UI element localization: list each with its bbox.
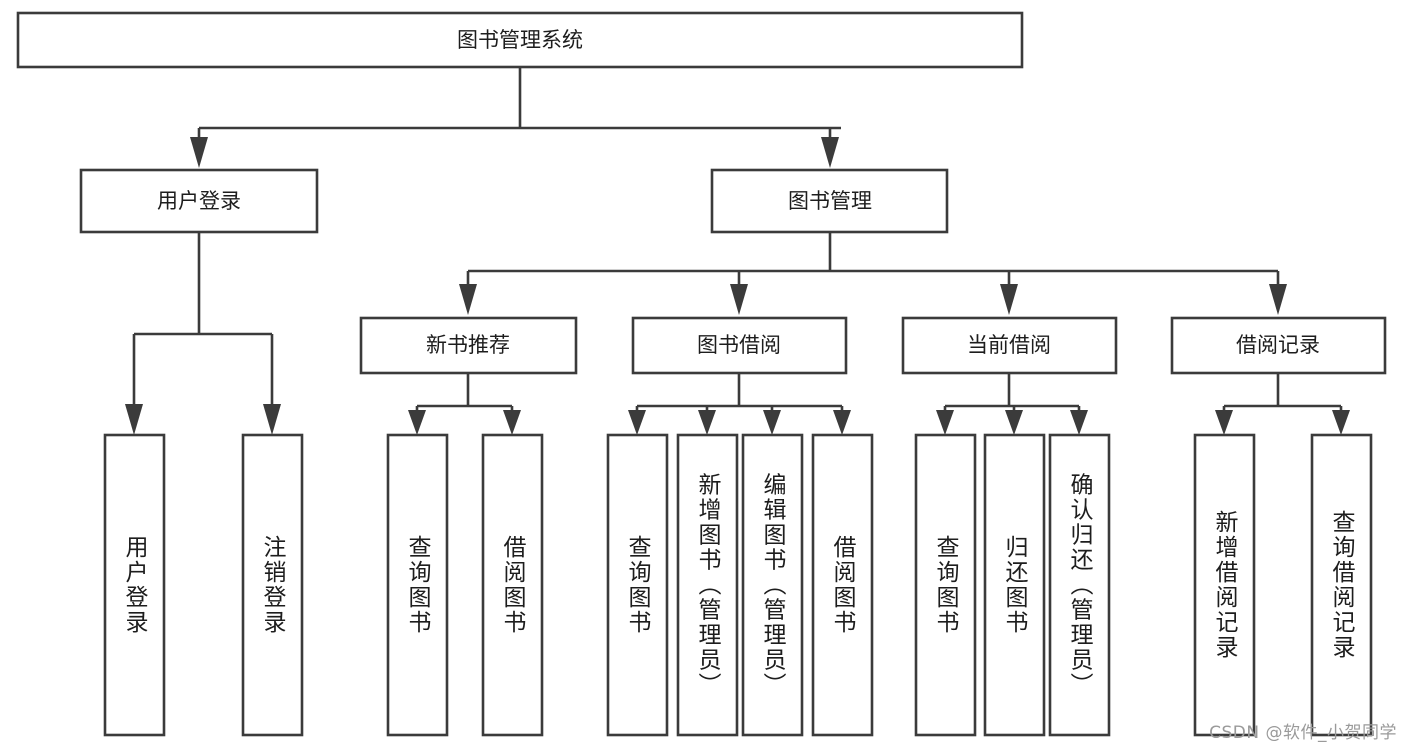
node-leaf-query-book-2-box[interactable]	[606, 433, 669, 737]
node-book-borrow-label: 图书借阅	[697, 333, 781, 357]
node-leaf-add-borrow-record-box[interactable]	[1193, 433, 1256, 737]
node-leaf-query-borrow-record[interactable]: 查询借阅记录	[1310, 433, 1373, 737]
node-book-borrow[interactable]: 图书借阅	[631, 316, 848, 375]
node-leaf-query-book-2[interactable]: 查询图书	[606, 433, 669, 737]
node-leaf-logout-login-box[interactable]	[241, 433, 304, 737]
node-book-borrow-box[interactable]	[631, 316, 848, 375]
node-leaf-return-book-box[interactable]	[983, 433, 1046, 737]
node-leaf-add-book-admin[interactable]: 新增图书（管理员）	[676, 433, 739, 737]
node-new-book-recommend-label: 新书推荐	[426, 333, 510, 357]
node-current-borrow-box[interactable]	[901, 316, 1118, 375]
node-leaf-add-book-admin-label: 新增图书（管理员）	[694, 473, 722, 698]
watermark: CSDN @软件_小贺同学	[1209, 723, 1397, 743]
node-leaf-user-login-label: 用户登录	[121, 535, 149, 635]
arrow-head-leaf-logout-login	[263, 404, 281, 435]
node-current-borrow-label: 当前借阅	[967, 333, 1051, 357]
node-new-book-recommend[interactable]: 新书推荐	[359, 316, 578, 375]
node-user-login-box[interactable]	[79, 168, 319, 234]
node-leaf-query-borrow-record-label: 查询借阅记录	[1328, 510, 1356, 660]
arrow-head-leaf-user-login	[125, 404, 143, 435]
arrow-head-leaf-borrow-book-1	[503, 410, 521, 435]
node-borrow-record[interactable]: 借阅记录	[1170, 316, 1387, 375]
node-leaf-logout-login-label: 注销登录	[259, 535, 287, 635]
connector-group-book-management	[459, 232, 1287, 315]
arrow-head-new-book-recommend	[459, 284, 477, 315]
node-leaf-return-book-label: 归还图书	[1001, 535, 1029, 635]
connector-group-root	[190, 67, 841, 168]
arrow-head-borrow-record	[1269, 284, 1287, 315]
node-leaf-query-book-1[interactable]: 查询图书	[386, 433, 449, 737]
node-leaf-borrow-book-1-label: 借阅图书	[499, 535, 527, 635]
node-user-login[interactable]: 用户登录	[79, 168, 319, 234]
node-leaf-query-borrow-record-box[interactable]	[1310, 433, 1373, 737]
arrow-head-leaf-query-book-1	[408, 410, 426, 435]
node-leaf-edit-book-admin[interactable]: 编辑图书（管理员）	[741, 433, 804, 737]
node-book-management-label: 图书管理	[788, 189, 872, 213]
node-leaf-query-book-1-label: 查询图书	[404, 535, 432, 635]
arrow-head-leaf-add-book-admin	[698, 410, 716, 435]
node-borrow-record-label: 借阅记录	[1236, 333, 1320, 357]
node-book-management-box[interactable]	[710, 168, 949, 234]
arrow-head-user-login	[190, 137, 208, 168]
node-leaf-borrow-book-1[interactable]: 借阅图书	[481, 433, 544, 737]
connector-group-book-borrow	[628, 373, 851, 435]
connector-group-user-login	[125, 232, 281, 435]
node-leaf-add-book-admin-box[interactable]	[676, 433, 739, 737]
node-leaf-query-book-3-box[interactable]	[914, 433, 977, 737]
node-root[interactable]: 图书管理系统	[16, 11, 1024, 69]
arrow-head-leaf-query-book-3	[936, 410, 954, 435]
arrow-head-book-borrow	[730, 284, 748, 315]
node-leaf-confirm-return-admin-label: 确认归还（管理员）	[1066, 473, 1094, 698]
arrow-head-leaf-return-book	[1005, 410, 1023, 435]
arrow-head-leaf-add-borrow-record	[1215, 410, 1233, 435]
node-leaf-confirm-return-admin-box[interactable]	[1048, 433, 1111, 737]
node-root-box[interactable]	[16, 11, 1024, 69]
node-leaf-query-book-3[interactable]: 查询图书	[914, 433, 977, 737]
node-leaf-user-login[interactable]: 用户登录	[103, 433, 166, 737]
node-current-borrow[interactable]: 当前借阅	[901, 316, 1118, 375]
arrow-head-leaf-borrow-book-2	[833, 410, 851, 435]
node-borrow-record-box[interactable]	[1170, 316, 1387, 375]
node-book-management[interactable]: 图书管理	[710, 168, 949, 234]
node-leaf-borrow-book-1-box[interactable]	[481, 433, 544, 737]
connector-group-new-book-recommend	[408, 373, 521, 435]
node-leaf-borrow-book-2-label: 借阅图书	[829, 535, 857, 635]
node-leaf-logout-login[interactable]: 注销登录	[241, 433, 304, 737]
arrow-head-leaf-query-borrow-record	[1332, 410, 1350, 435]
connector-group-current-borrow	[936, 373, 1088, 435]
node-leaf-edit-book-admin-label: 编辑图书（管理员）	[759, 473, 787, 698]
arrow-head-leaf-confirm-return-admin	[1070, 410, 1088, 435]
node-leaf-query-book-1-box[interactable]	[386, 433, 449, 737]
node-leaf-borrow-book-2-box[interactable]	[811, 433, 874, 737]
node-user-login-label: 用户登录	[157, 189, 241, 213]
node-leaf-edit-book-admin-box[interactable]	[741, 433, 804, 737]
arrow-head-leaf-edit-book-admin	[763, 410, 781, 435]
connector-group-borrow-record	[1215, 373, 1350, 435]
node-leaf-add-borrow-record-label: 新增借阅记录	[1211, 510, 1239, 660]
node-leaf-query-book-2-label: 查询图书	[624, 535, 652, 635]
node-leaf-confirm-return-admin[interactable]: 确认归还（管理员）	[1048, 433, 1111, 737]
node-leaf-add-borrow-record[interactable]: 新增借阅记录	[1193, 433, 1256, 737]
node-leaf-query-book-3-label: 查询图书	[932, 535, 960, 635]
node-root-label: 图书管理系统	[457, 28, 583, 52]
arrow-head-current-borrow	[1000, 284, 1018, 315]
node-new-book-recommend-box[interactable]	[359, 316, 578, 375]
node-leaf-borrow-book-2[interactable]: 借阅图书	[811, 433, 874, 737]
arrow-head-leaf-query-book-2	[628, 410, 646, 435]
arrow-head-book-management	[821, 137, 839, 168]
node-leaf-user-login-box[interactable]	[103, 433, 166, 737]
node-leaf-return-book[interactable]: 归还图书	[983, 433, 1046, 737]
